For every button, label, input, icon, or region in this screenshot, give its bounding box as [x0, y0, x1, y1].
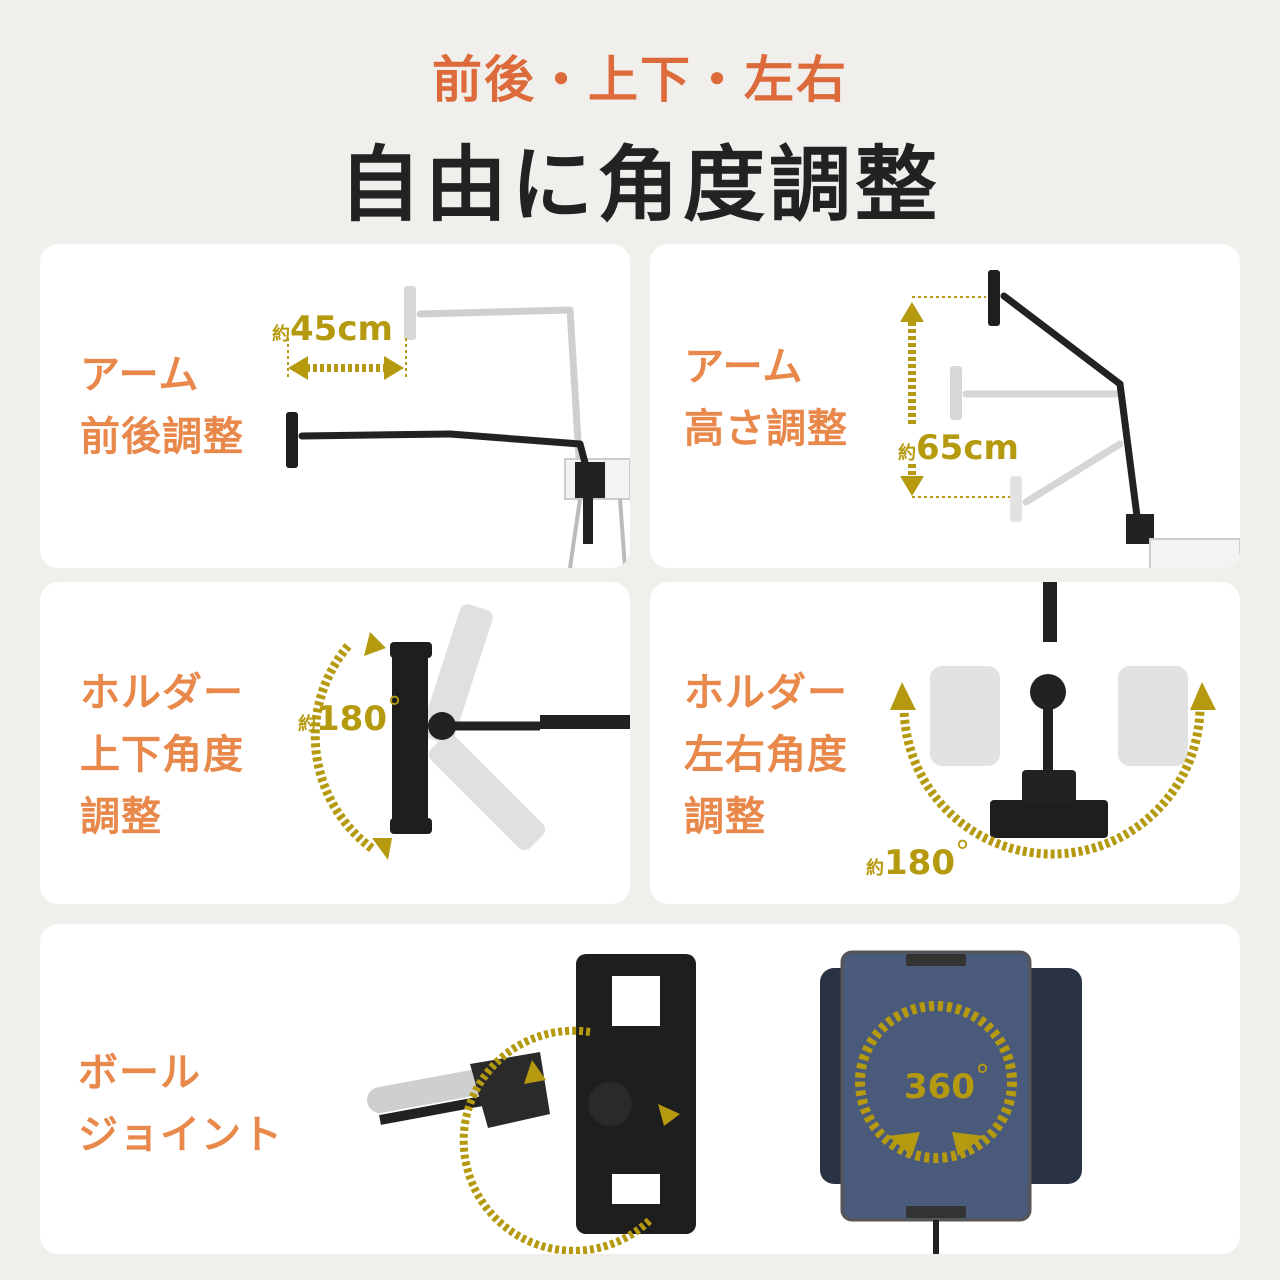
- holder-left-right-illustration: [890, 582, 1216, 859]
- label-line2: 上下角度: [80, 732, 244, 778]
- label-line3: 調整: [80, 794, 162, 840]
- card-ball-joint: ボール ジョイント 360°: [40, 924, 1240, 1254]
- degree-symbol: °: [974, 1059, 990, 1094]
- label-line1: アーム: [684, 344, 804, 390]
- card-arm-height: アーム 高さ調整 約65cm: [650, 244, 1240, 568]
- page-title: 自由に角度調整: [338, 138, 941, 233]
- measure-value: 180: [884, 843, 955, 883]
- holder-left-right-measure: 約180°: [866, 835, 970, 883]
- measure-prefix: 約: [272, 324, 290, 345]
- measure-prefix: 約: [866, 858, 884, 879]
- arm-front-back-measure: 約45cm: [272, 312, 393, 346]
- label-line2: 高さ調整: [684, 406, 848, 452]
- degree-symbol: °: [954, 835, 970, 870]
- ball-joint-measure: 360°: [904, 1059, 990, 1107]
- holder-up-down-illustration: [310, 604, 630, 860]
- measure-value: 360: [904, 1067, 975, 1107]
- card-holder-up-down: ホルダー 上下角度 調整 約180°: [40, 582, 630, 904]
- label-line1: ボール: [78, 1050, 201, 1096]
- card-arm-height-label: アーム 高さ調整: [684, 336, 848, 460]
- measure-prefix: 約: [298, 714, 316, 735]
- card-holder-left-right: ホルダー 左右角度 調整 約180°: [650, 582, 1240, 904]
- card-arm-front-back: アーム 前後調整 約45cm: [40, 244, 630, 568]
- measure-prefix: 約: [898, 443, 916, 464]
- page-subtitle: 前後・上下・左右: [432, 51, 848, 109]
- measure-value: 65cm: [916, 428, 1019, 468]
- holder-up-down-measure: 約180°: [298, 691, 402, 739]
- ball-joint-illustration: [367, 950, 1082, 1254]
- arm-height-measure: 約65cm: [898, 431, 1019, 465]
- label-line2: 前後調整: [80, 414, 244, 460]
- card-arm-front-back-label: アーム 前後調整: [80, 344, 244, 468]
- degree-symbol: °: [386, 691, 402, 726]
- label-line2: ジョイント: [78, 1112, 283, 1158]
- label-line3: 調整: [684, 794, 766, 840]
- measure-value: 45cm: [290, 309, 393, 349]
- label-line1: ホルダー: [684, 670, 848, 716]
- card-ball-joint-label: ボール ジョイント: [78, 1042, 283, 1166]
- label-line1: ホルダー: [80, 670, 244, 716]
- card-holder-left-right-label: ホルダー 左右角度 調整: [684, 662, 848, 848]
- label-line2: 左右角度: [684, 732, 848, 778]
- measure-value: 180: [316, 699, 387, 739]
- arm-height-illustration: [900, 270, 1240, 568]
- arm-front-back-illustration: [286, 286, 630, 568]
- label-line1: アーム: [80, 352, 200, 398]
- card-holder-up-down-label: ホルダー 上下角度 調整: [80, 662, 244, 848]
